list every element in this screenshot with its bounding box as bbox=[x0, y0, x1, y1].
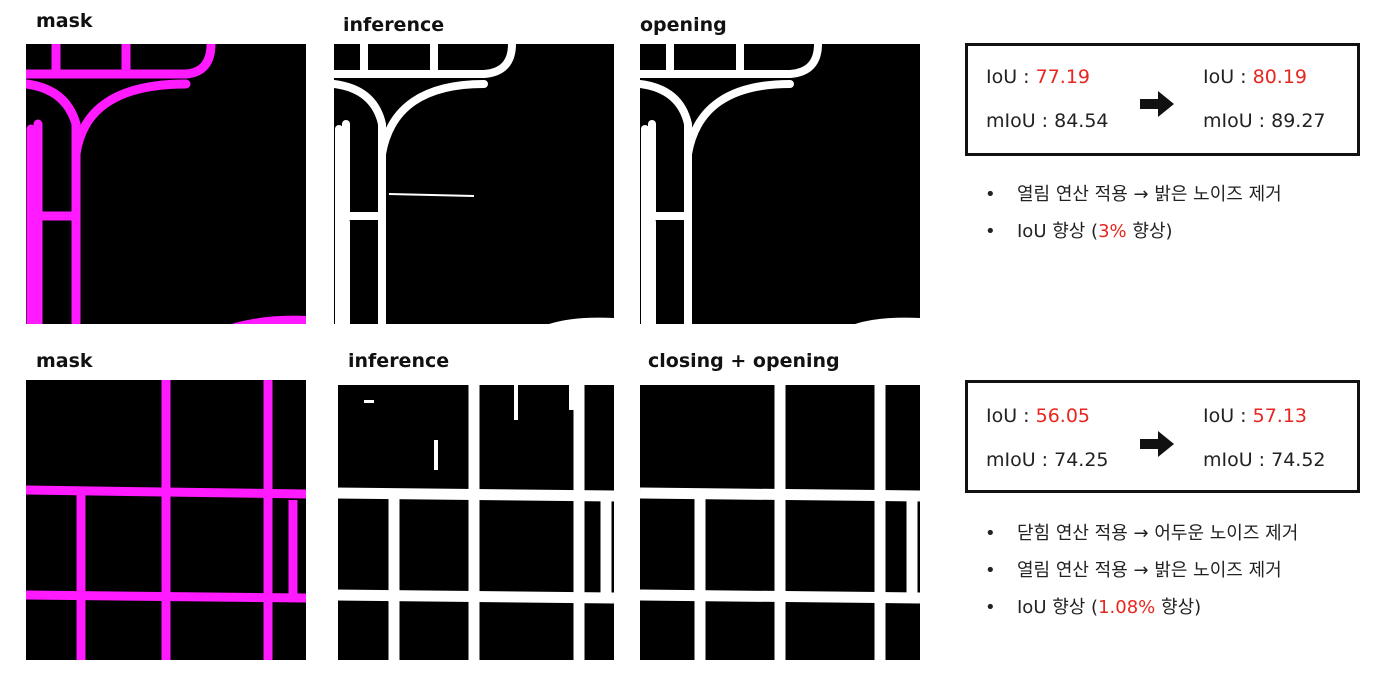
row2-mask-title: mask bbox=[36, 350, 93, 372]
row2-inference-title: inference bbox=[348, 350, 450, 372]
arrow-right-icon bbox=[1140, 91, 1174, 117]
bullet-dot: • bbox=[985, 523, 996, 544]
row1-mask-image bbox=[26, 44, 306, 324]
bullet-dot: • bbox=[985, 184, 996, 205]
row2-closing-opening-image bbox=[640, 380, 920, 660]
row2-closing-opening-title: closing + opening bbox=[648, 350, 840, 372]
row2-miou-after: mIoU : 74.52 bbox=[1203, 449, 1326, 471]
bullet-dot: • bbox=[985, 597, 996, 618]
row2-metrics-box: IoU : 56.05 mIoU : 74.25 IoU : 57.13 mIo… bbox=[965, 380, 1360, 493]
row1-miou-after: mIoU : 89.27 bbox=[1203, 110, 1326, 132]
row1-iou-after: IoU : 80.19 bbox=[1203, 66, 1308, 88]
row1-opening-title: opening bbox=[640, 14, 727, 36]
row1-metrics-box: IoU : 77.19 mIoU : 84.54 IoU : 80.19 mIo… bbox=[965, 43, 1360, 156]
row2-iou-after: IoU : 57.13 bbox=[1203, 405, 1308, 427]
row1-iou-before: IoU : 77.19 bbox=[986, 66, 1091, 88]
row2-iou-before: IoU : 56.05 bbox=[986, 405, 1091, 427]
row2-miou-before: mIoU : 74.25 bbox=[986, 449, 1109, 471]
bullet-dot: • bbox=[985, 221, 996, 242]
row2-inference-image bbox=[334, 380, 614, 660]
row1-mask-title: mask bbox=[36, 10, 93, 32]
row1-inference-title: inference bbox=[343, 14, 445, 36]
row1-inference-image bbox=[334, 44, 614, 324]
row2-mask-image bbox=[26, 380, 306, 660]
row1-opening-image bbox=[640, 44, 920, 324]
row1-miou-before: mIoU : 84.54 bbox=[986, 110, 1109, 132]
arrow-right-icon bbox=[1140, 431, 1174, 457]
bullet-dot: • bbox=[985, 560, 996, 581]
